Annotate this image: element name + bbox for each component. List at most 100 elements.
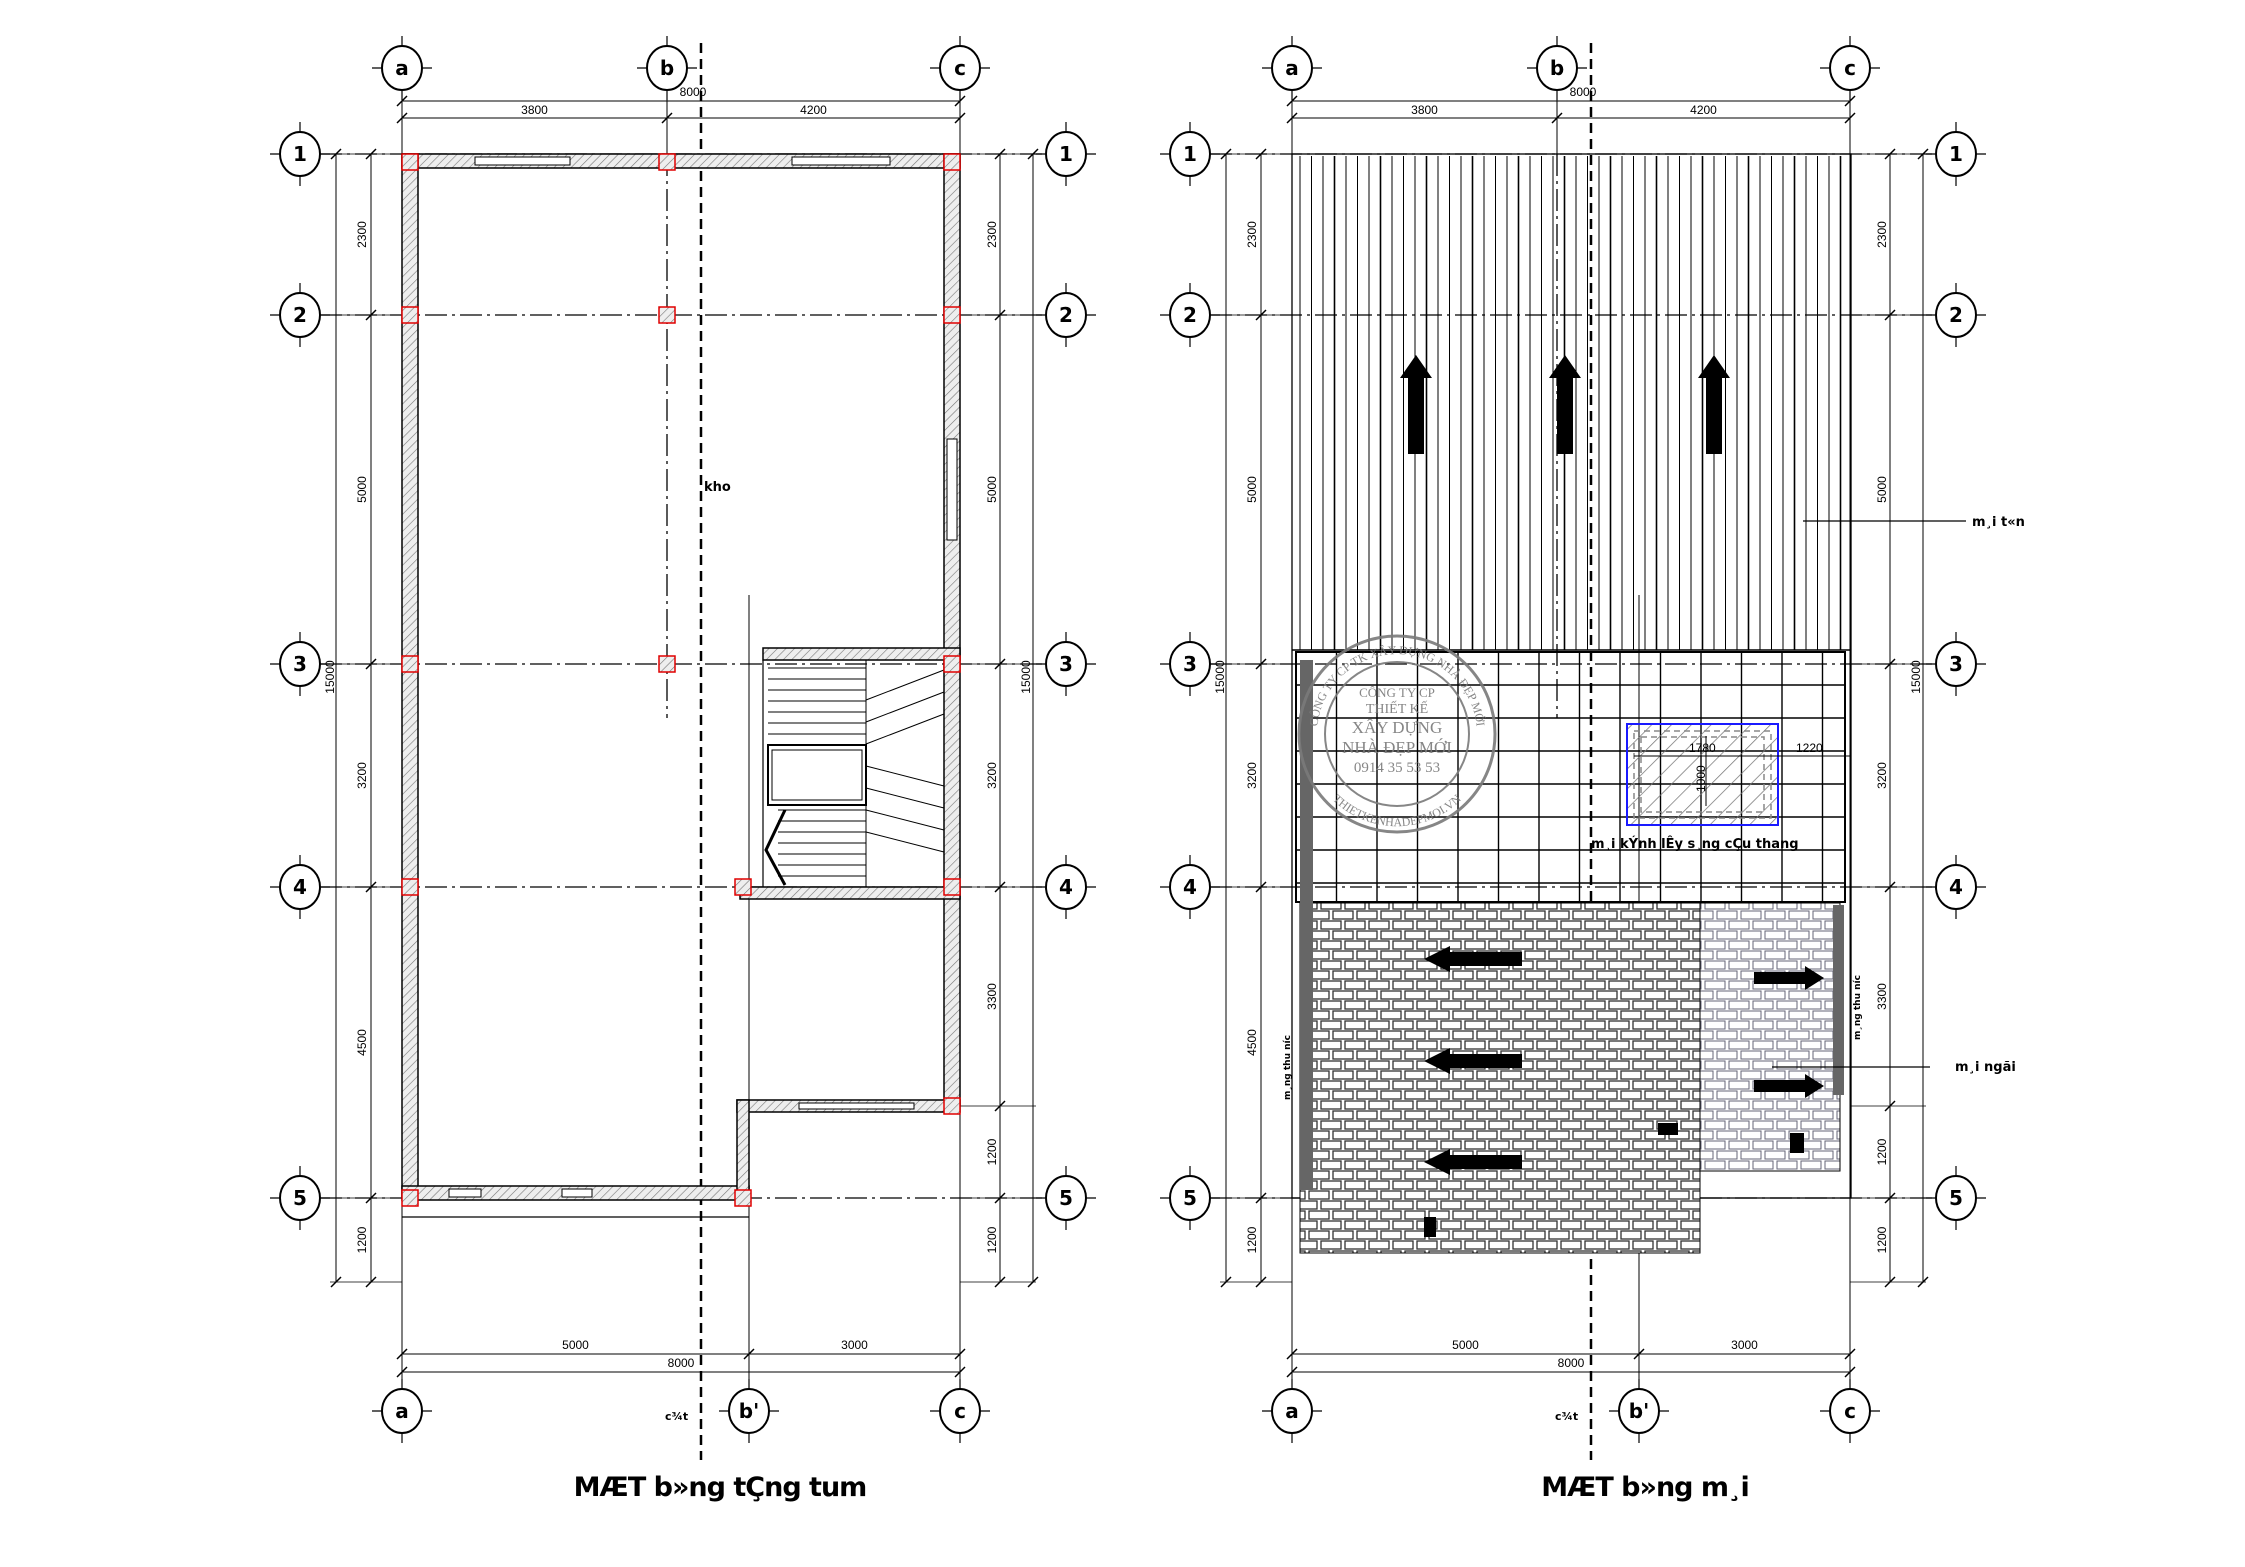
grid-bubble-row-circle bbox=[1935, 864, 1977, 910]
slope-arrow-up bbox=[1400, 355, 1432, 454]
label-metal-roof: m¸i t«n bbox=[1972, 515, 2025, 530]
dim-right: 5000 bbox=[985, 476, 999, 503]
dim-tick bbox=[1844, 95, 1856, 107]
grid-bubble-column: b bbox=[1550, 56, 1564, 80]
dim-right: 3300 bbox=[1875, 983, 1889, 1010]
grid-bubble-column-circle bbox=[1271, 45, 1313, 91]
grid-bubble-row: 5 bbox=[293, 1186, 307, 1210]
stamp-outer-ring bbox=[1297, 634, 1497, 834]
skylight-height-dim: 1000 bbox=[1694, 765, 1708, 792]
dim-tick bbox=[954, 112, 966, 124]
dim-tick bbox=[1286, 1366, 1298, 1378]
label-gutter-right: m¸ng thu n­íc bbox=[1853, 975, 1863, 1040]
skylight-frame-inner bbox=[1640, 736, 1765, 813]
grid-bubble-row-circle bbox=[279, 864, 321, 910]
grid-bubble-column-circle bbox=[381, 45, 423, 91]
stamp-line3: XÂY DỰNG bbox=[1352, 718, 1442, 737]
slope-arrow-left bbox=[1424, 946, 1522, 972]
dim-right: 1200 bbox=[985, 1138, 999, 1165]
dim-left: 4500 bbox=[1245, 1029, 1259, 1056]
label-skylight: m¸i kÝnh lÊy s¸ng cÇu thang bbox=[1591, 836, 1799, 852]
grid-bubble-row: 3 bbox=[1949, 652, 1963, 676]
dim-bottom: 3000 bbox=[841, 1338, 868, 1352]
grid-bubble-row-circle bbox=[1045, 864, 1087, 910]
grid-bubble-column: a bbox=[395, 56, 409, 80]
dim-tick bbox=[396, 95, 408, 107]
grid-bubble-row: 5 bbox=[1059, 1186, 1073, 1210]
dim-right: 3300 bbox=[985, 983, 999, 1010]
vent bbox=[1658, 1123, 1678, 1135]
dim-total-right: 15000 bbox=[1019, 660, 1033, 694]
dim-bottom: 5000 bbox=[1452, 1338, 1479, 1352]
grid-bubble-row-circle bbox=[1935, 1175, 1977, 1221]
grid-bubble-column-circle bbox=[1618, 1388, 1660, 1434]
grid-bubble-row: 2 bbox=[1059, 303, 1073, 327]
grid-bubble-row-circle bbox=[1935, 131, 1977, 177]
grid-bubble-row-circle bbox=[1045, 641, 1087, 687]
dim-tick bbox=[1286, 1348, 1298, 1360]
slope-arrows bbox=[1400, 355, 1824, 1175]
left-plan-walls bbox=[401, 153, 961, 1201]
stair-tread bbox=[865, 809, 945, 831]
grid-bubble-row: 4 bbox=[293, 875, 307, 899]
dim-tick bbox=[954, 95, 966, 107]
column-marker bbox=[401, 655, 419, 673]
skylight-opening bbox=[1626, 723, 1779, 826]
slope-arrow-up bbox=[1698, 355, 1730, 454]
grid-bubble-row: 2 bbox=[293, 303, 307, 327]
dim-total-top: 8000 bbox=[680, 85, 707, 99]
grid-bubble-row: 2 bbox=[1949, 303, 1963, 327]
left-plan-windows bbox=[448, 156, 958, 1198]
room-label-kho: kho bbox=[704, 480, 731, 495]
grid-bubble-column: c bbox=[954, 1399, 966, 1423]
column-marker bbox=[658, 655, 676, 673]
grid-bubble-row: 3 bbox=[1183, 652, 1197, 676]
dim-left: 3200 bbox=[355, 762, 369, 789]
dim-right: 1200 bbox=[985, 1226, 999, 1253]
metal-roof-corrugation bbox=[1292, 156, 1851, 651]
grid-bubble-column-circle bbox=[728, 1388, 770, 1434]
grid-bubble-row: 4 bbox=[1059, 875, 1073, 899]
stair-tread bbox=[865, 691, 945, 723]
slope-arrow-up bbox=[1549, 355, 1581, 454]
grid-bubble-column: b' bbox=[739, 1399, 759, 1423]
grid-bubble-column-circle bbox=[381, 1388, 423, 1434]
gutter-left bbox=[1300, 660, 1313, 1190]
stamp-line4: NHÀ ĐẸP MỚI bbox=[1342, 738, 1452, 757]
stamp-inner-ring bbox=[1324, 661, 1470, 807]
column-marker bbox=[943, 1097, 961, 1115]
grid-bubble-row-circle bbox=[1935, 641, 1977, 687]
dim-tick bbox=[396, 1348, 408, 1360]
dim-right: 2300 bbox=[1875, 221, 1889, 248]
dim-total-left: 15000 bbox=[323, 660, 337, 694]
stair-wall-bottom bbox=[739, 886, 961, 900]
stair-tread bbox=[865, 787, 945, 809]
window bbox=[561, 1188, 593, 1198]
dim-left: 4500 bbox=[355, 1029, 369, 1056]
column-marker bbox=[658, 153, 676, 171]
dim-tick bbox=[1917, 1276, 1929, 1288]
dim-right: 1200 bbox=[1875, 1138, 1889, 1165]
dim-total-top: 8000 bbox=[1570, 85, 1597, 99]
column-marker bbox=[401, 153, 419, 171]
dim-right: 1200 bbox=[1875, 1226, 1889, 1253]
grid-bubble-column-circle bbox=[1829, 45, 1871, 91]
grid-bubble-column: c bbox=[1844, 56, 1856, 80]
section-label: c¾t bbox=[1555, 1410, 1578, 1423]
column-marker bbox=[943, 153, 961, 171]
grid-bubble-column-circle bbox=[1536, 45, 1578, 91]
grid-bubble-row-circle bbox=[279, 292, 321, 338]
grid-bubble-column: b' bbox=[1629, 1399, 1649, 1423]
grid-bubble-row: 3 bbox=[293, 652, 307, 676]
stair-wall-top bbox=[762, 647, 961, 661]
grid-bubble-column: a bbox=[395, 1399, 409, 1423]
stair-tread bbox=[865, 713, 945, 745]
right-plan-roof bbox=[1291, 153, 1852, 1254]
dim-total-bottom: 8000 bbox=[668, 1356, 695, 1370]
stair-direction-arrow bbox=[764, 809, 787, 886]
skylight-frame-outer bbox=[1633, 730, 1772, 819]
plan-title-left: MÆT b»ng tÇng tum bbox=[574, 1472, 867, 1503]
